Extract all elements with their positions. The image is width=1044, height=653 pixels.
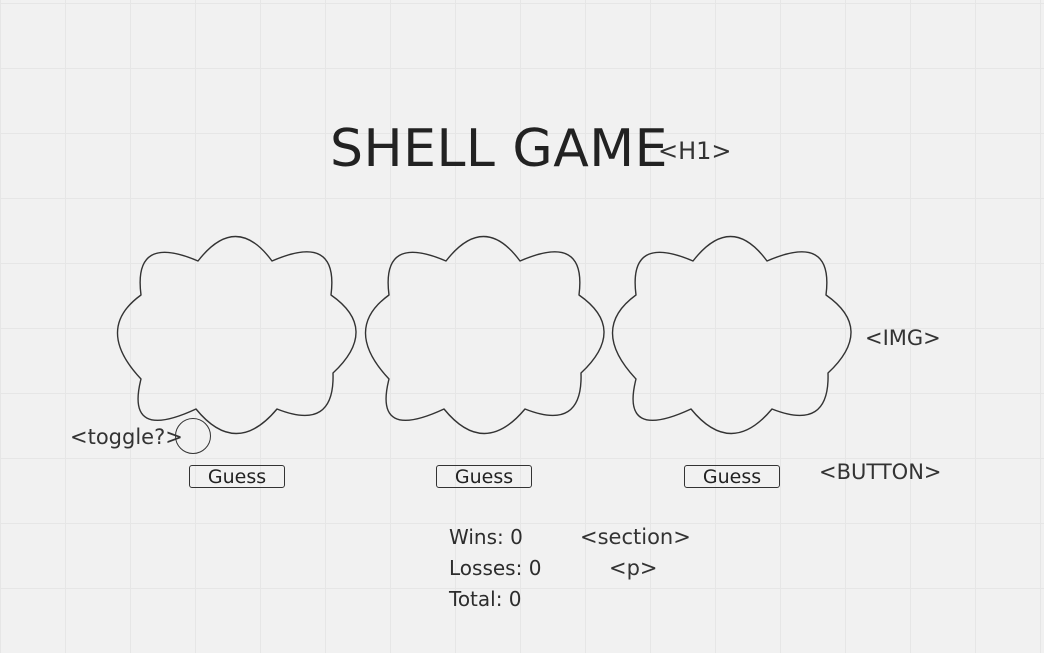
button-annotation: <BUTTON> xyxy=(819,460,942,484)
shell-2-image[interactable] xyxy=(364,236,605,434)
losses-count: Losses: 0 xyxy=(449,556,542,580)
toggle-annotation: <toggle?> xyxy=(70,425,183,449)
img-annotation: <IMG> xyxy=(865,326,941,350)
cloud-shape-icon xyxy=(364,236,605,434)
guess-button-2[interactable]: Guess xyxy=(436,465,532,488)
page-title: SHELL GAME xyxy=(330,119,669,179)
shell-3-image[interactable] xyxy=(611,236,852,434)
wins-count: Wins: 0 xyxy=(449,525,523,549)
section-annotation: <section> xyxy=(580,525,691,549)
cloud-shape-icon xyxy=(116,236,357,434)
shell-1-image[interactable] xyxy=(116,236,357,434)
p-annotation: <p> xyxy=(609,556,658,580)
cloud-shape-icon xyxy=(611,236,852,434)
guess-button-1[interactable]: Guess xyxy=(189,465,285,488)
guess-button-3[interactable]: Guess xyxy=(684,465,780,488)
toggle-control[interactable] xyxy=(175,418,211,454)
h1-annotation: <H1> xyxy=(658,137,732,165)
total-count: Total: 0 xyxy=(449,587,522,611)
